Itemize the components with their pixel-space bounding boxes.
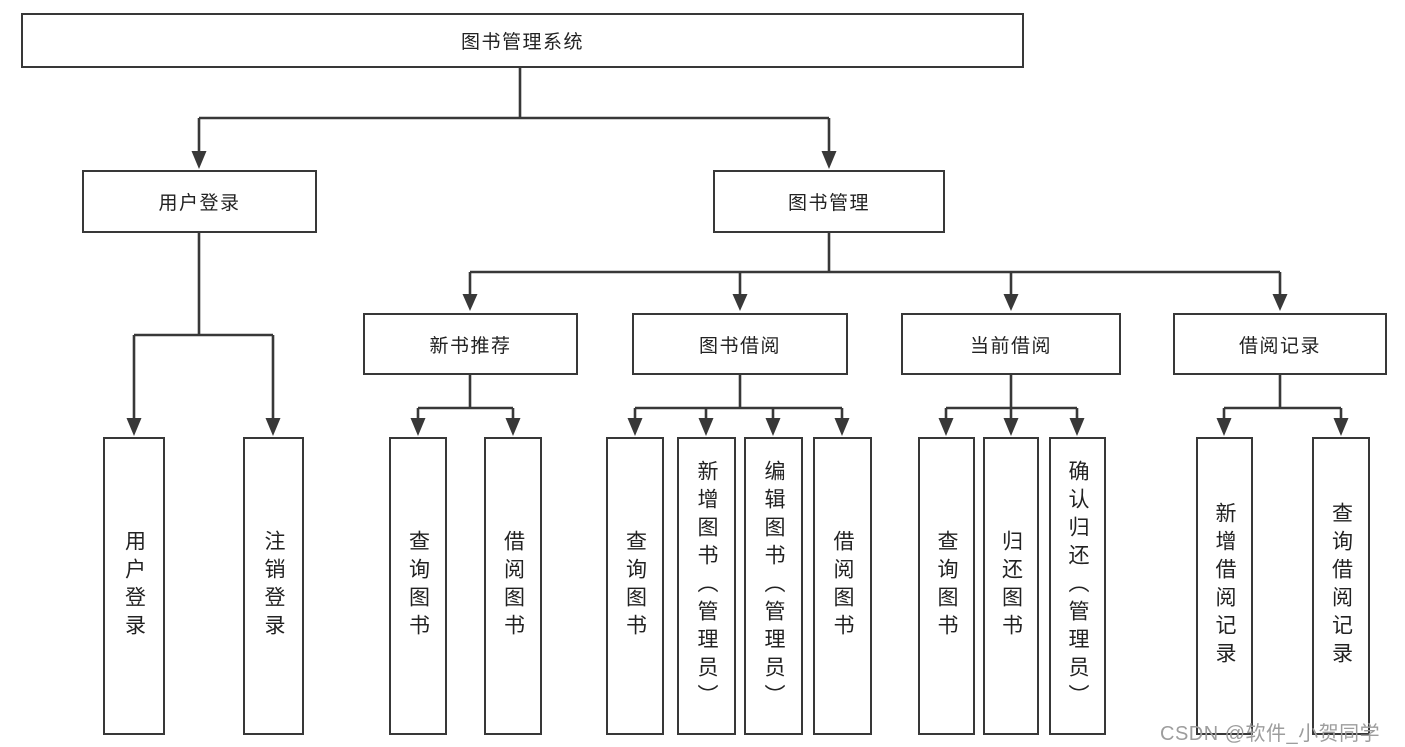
node-borrow-records-label: 借阅记录 (1238, 335, 1321, 357)
leaf-current-query-books: 查询图书 (918, 437, 975, 735)
node-new-book-recommend: 新书推荐 (363, 313, 578, 375)
connector-current-borrow-children (938, 375, 1085, 436)
connector-user-login-children (126, 233, 281, 436)
leaf-borrow-borrow-books-label: 借阅图书 (831, 530, 854, 642)
node-current-borrow-label: 当前借阅 (969, 335, 1052, 357)
leaf-recommend-query-books: 查询图书 (389, 437, 447, 735)
leaf-current-confirm-return-admin-label: 确认归还（管理员） (1066, 460, 1089, 712)
node-root: 图书管理系统 (21, 13, 1024, 68)
leaf-records-query-record-label: 查询借阅记录 (1329, 502, 1353, 670)
leaf-recommend-borrow-books-label: 借阅图书 (501, 530, 525, 642)
connector-root-to-level2 (191, 68, 837, 169)
leaf-current-return-books-label: 归还图书 (999, 530, 1023, 642)
leaf-user-login: 用户登录 (103, 437, 165, 735)
leaf-current-return-books: 归还图书 (983, 437, 1039, 735)
leaf-borrow-edit-books-admin: 编辑图书（管理员） (744, 437, 803, 735)
leaf-recommend-query-books-label: 查询图书 (406, 530, 430, 642)
leaf-borrow-query-books: 查询图书 (606, 437, 664, 735)
connector-book-borrow-children (627, 375, 850, 436)
connector-borrow-records-children (1216, 375, 1349, 436)
node-current-borrow: 当前借阅 (901, 313, 1121, 375)
leaf-current-confirm-return-admin: 确认归还（管理员） (1049, 437, 1106, 735)
node-book-borrow-label: 图书借阅 (698, 335, 781, 357)
node-borrow-records: 借阅记录 (1173, 313, 1387, 375)
node-book-borrow: 图书借阅 (632, 313, 848, 375)
leaf-current-query-books-label: 查询图书 (935, 530, 958, 642)
leaf-recommend-borrow-books: 借阅图书 (484, 437, 542, 735)
leaf-borrow-add-books-admin-label: 新增图书（管理员） (695, 460, 718, 712)
leaf-logout-label: 注销登录 (262, 530, 285, 642)
node-new-book-recommend-label: 新书推荐 (429, 335, 512, 357)
leaf-user-login-label: 用户登录 (122, 530, 146, 642)
leaf-records-add-record-label: 新增借阅记录 (1213, 502, 1236, 670)
node-book-management: 图书管理 (713, 170, 945, 233)
node-user-login: 用户登录 (82, 170, 317, 233)
connector-new-book-recommend-children (410, 375, 521, 436)
leaf-borrow-edit-books-admin-label: 编辑图书（管理员） (762, 460, 785, 712)
leaf-records-add-record: 新增借阅记录 (1196, 437, 1253, 735)
leaf-borrow-add-books-admin: 新增图书（管理员） (677, 437, 736, 735)
leaf-records-query-record: 查询借阅记录 (1312, 437, 1370, 735)
node-root-label: 图书管理系统 (460, 32, 584, 53)
watermark: CSDN @软件_小贺同学 (1160, 723, 1381, 745)
leaf-borrow-borrow-books: 借阅图书 (813, 437, 872, 735)
leaf-borrow-query-books-label: 查询图书 (623, 530, 647, 642)
leaf-logout: 注销登录 (243, 437, 304, 735)
node-book-management-label: 图书管理 (787, 193, 870, 214)
connector-book-management-to-level3 (462, 233, 1288, 311)
node-user-login-label: 用户登录 (158, 193, 241, 214)
